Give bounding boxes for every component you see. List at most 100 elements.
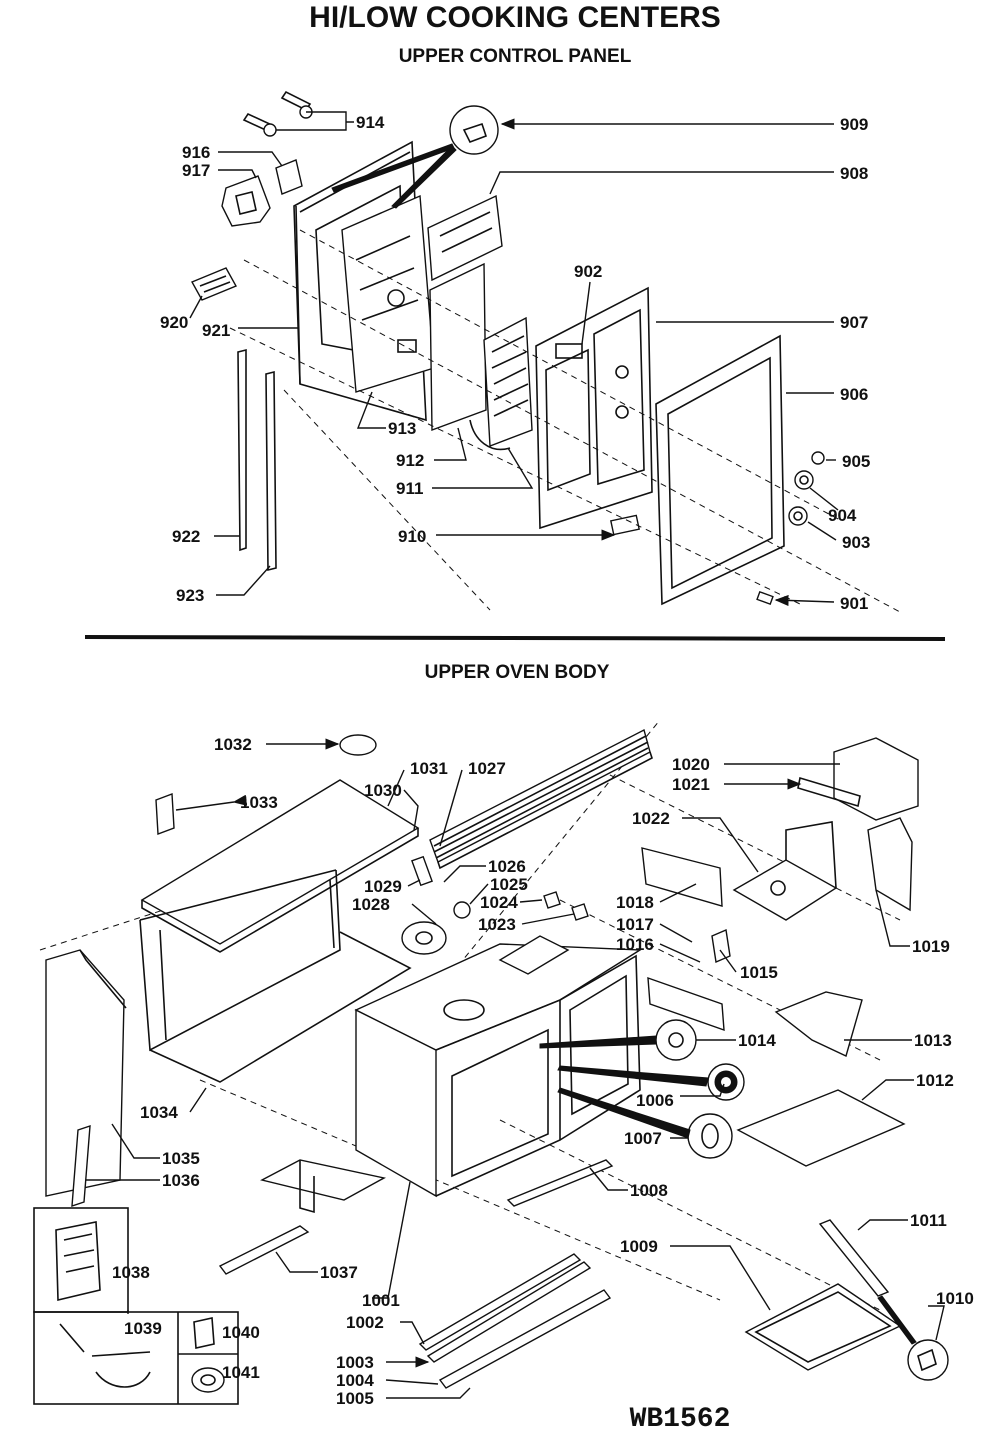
- part-1013-deflector: [774, 991, 863, 1057]
- part-1028-fan: [401, 921, 447, 955]
- part-923-side-trim: [265, 370, 277, 572]
- callout-901: 901: [840, 594, 868, 613]
- callout-1008: 1008: [630, 1181, 668, 1200]
- callout-1023: 1023: [478, 915, 516, 934]
- callout-917: 917: [182, 161, 210, 180]
- callout-1038: 1038: [112, 1263, 150, 1282]
- callout-1011: 1011: [910, 1211, 947, 1230]
- callout-908: 908: [840, 164, 868, 183]
- callout-911: 911: [396, 479, 423, 498]
- callout-1019: 1019: [912, 937, 950, 956]
- part-911-keypad: [469, 316, 533, 451]
- callout-909: 909: [840, 115, 868, 134]
- callout-1025: 1025: [490, 875, 528, 894]
- callout-1036: 1036: [162, 1171, 200, 1190]
- section-heading-upper-oven-body: UPPER OVEN BODY: [425, 662, 610, 683]
- part-1027-vent-grille: [429, 728, 653, 870]
- callout-1039: 1039: [124, 1319, 162, 1338]
- callout-902: 902: [574, 262, 602, 281]
- callout-914: 914: [356, 113, 385, 132]
- callout-1010: 1010: [936, 1289, 974, 1308]
- part-1023-part: [571, 903, 589, 921]
- callout-1033: 1033: [240, 793, 278, 812]
- callout-1014: 1014: [738, 1031, 776, 1050]
- part-1002-1005-rails: [418, 1253, 612, 1389]
- callout-1040: 1040: [222, 1323, 260, 1342]
- part-905-knob-insert: [811, 451, 825, 465]
- callout-904: 904: [828, 506, 857, 525]
- callout-1030: 1030: [364, 781, 402, 800]
- callout-1022: 1022: [632, 809, 670, 828]
- part-1025-part: [453, 901, 471, 919]
- upper-callout-labels: 914 909 916 917 908 902 907 920 921 906 …: [160, 113, 870, 613]
- part-1012-tray: [736, 1089, 906, 1167]
- part-1032-disc: [339, 734, 377, 756]
- part-1037-frame: [218, 1159, 386, 1275]
- part-907-control-panel: [535, 286, 653, 530]
- callout-1024: 1024: [480, 893, 518, 912]
- callout-920: 920: [160, 313, 188, 332]
- callout-1012: 1012: [916, 1071, 954, 1090]
- callout-1006: 1006: [636, 1091, 674, 1110]
- part-916-917-bracket: [221, 159, 303, 227]
- part-920-terminal-block: [191, 267, 237, 301]
- callout-922: 922: [172, 527, 200, 546]
- part-922-side-trim: [237, 348, 247, 552]
- drawing-code: WB1562: [630, 1404, 731, 1435]
- callout-907: 907: [840, 313, 868, 332]
- page-title: HI/LOW COOKING CENTERS: [309, 1, 721, 34]
- callout-1009: 1009: [620, 1237, 658, 1256]
- callout-905: 905: [842, 452, 870, 471]
- callout-1034: 1034: [140, 1103, 178, 1122]
- component-boxes: [33, 1207, 239, 1405]
- callout-1018: 1018: [616, 893, 654, 912]
- section-divider: [84, 635, 946, 641]
- part-903-knob: [788, 506, 808, 526]
- upper-leader-lines: [189, 111, 839, 607]
- callout-1016: 1016: [616, 935, 654, 954]
- callout-913: 913: [388, 419, 416, 438]
- part-1020-box: [833, 737, 919, 821]
- callout-1004: 1004: [336, 1371, 374, 1390]
- callout-910: 910: [398, 527, 426, 546]
- part-910-switch: [609, 514, 641, 536]
- part-1019-bracket: [867, 817, 913, 912]
- part-1009-drip-tray: [744, 1283, 902, 1371]
- callout-1028: 1028: [352, 895, 390, 914]
- part-1001-oven-cavity: [354, 943, 643, 1198]
- callout-1021: 1021: [672, 775, 710, 794]
- callout-1032: 1032: [214, 735, 252, 754]
- callout-1002: 1002: [346, 1313, 384, 1332]
- part-1015-clip: [711, 929, 731, 963]
- callout-1026: 1026: [488, 857, 526, 876]
- callout-921: 921: [202, 321, 230, 340]
- callout-1029: 1029: [364, 877, 402, 896]
- part-1029-bracket: [411, 855, 433, 887]
- part-1034-cabinet-box: [139, 869, 412, 1083]
- lower-callout-labels: 1032 1031 1027 1020 1021 1033 1030 1022 …: [112, 735, 974, 1408]
- part-1018-channel: [641, 847, 723, 907]
- part-1016-rail: [647, 976, 725, 1032]
- callout-906: 906: [840, 385, 868, 404]
- callout-916: 916: [182, 143, 210, 162]
- callout-1031: 1031: [410, 759, 448, 778]
- callout-903: 903: [842, 533, 870, 552]
- lower-leader-lines: [86, 738, 945, 1399]
- part-1024-part: [543, 891, 561, 909]
- part-908-display-board: [427, 194, 503, 282]
- callout-912: 912: [396, 451, 424, 470]
- part-1014-detail: [655, 1019, 697, 1061]
- callout-1017: 1017: [616, 915, 654, 934]
- callout-1037: 1037: [320, 1263, 358, 1282]
- upper-oven-body-drawing: [33, 719, 949, 1405]
- part-1007-bulb-detail: [687, 1113, 733, 1159]
- part-912-glass-panel: [429, 262, 487, 432]
- callout-1007: 1007: [624, 1129, 662, 1148]
- part-1008-strip: [506, 1159, 614, 1207]
- part-901-clip: [756, 590, 774, 606]
- part-1010-detail: [907, 1339, 949, 1381]
- upper-control-panel-drawing: [191, 90, 901, 613]
- callout-923: 923: [176, 586, 204, 605]
- section-heading-upper-control-panel: UPPER CONTROL PANEL: [399, 46, 632, 67]
